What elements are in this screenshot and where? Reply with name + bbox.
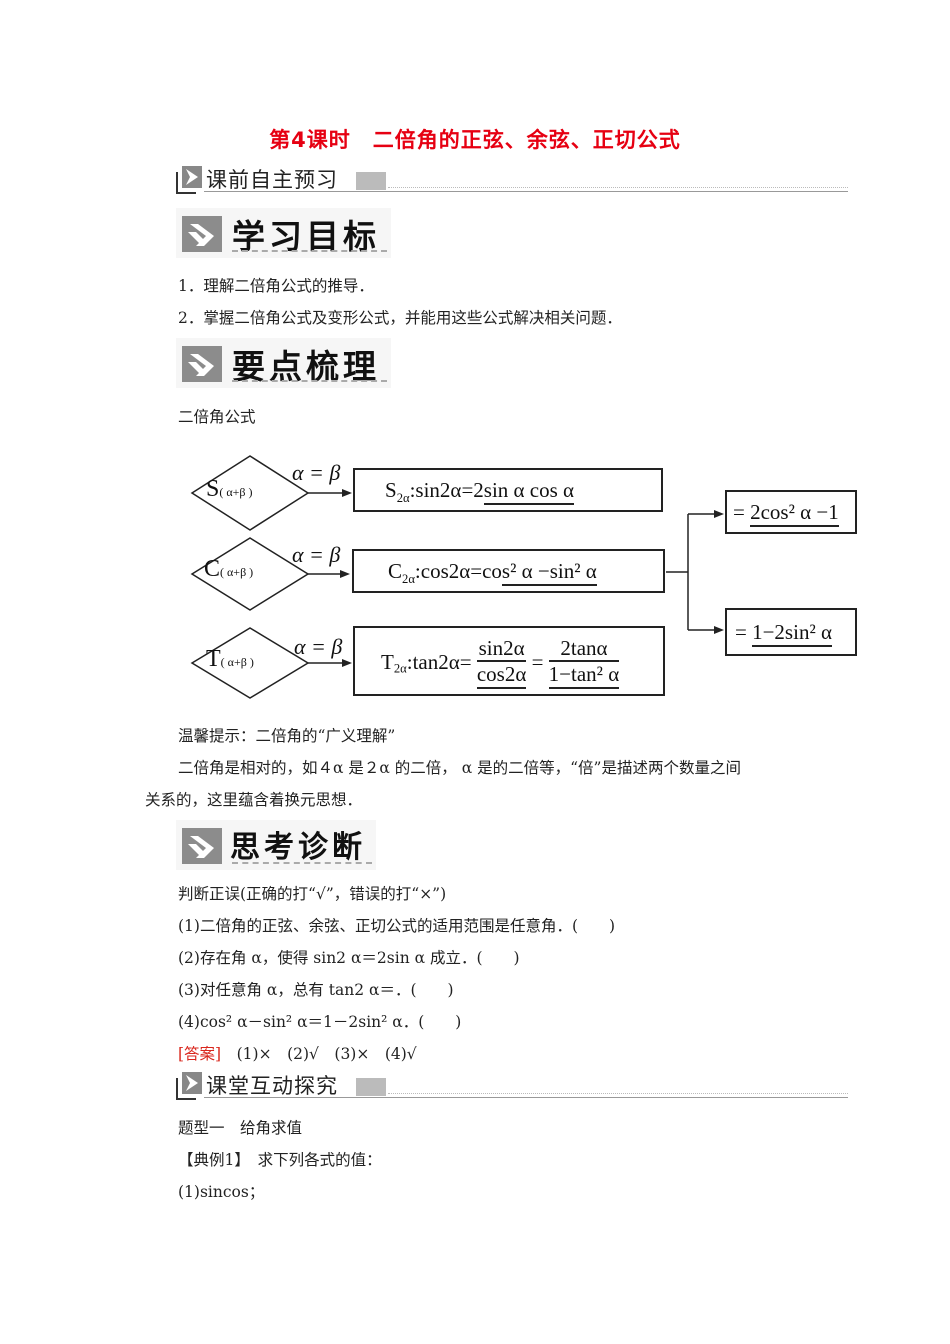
- page-title: 第4课时 二倍角的正弦、余弦、正切公式: [269, 128, 681, 152]
- diagram-lines: [190, 455, 724, 699]
- answer-values: (1)× (2)√ (3)× (4)√: [236, 1045, 417, 1063]
- diagnosis-question: (3)对任意角 α，总有 tan2 α＝．( ): [178, 981, 454, 999]
- chevron-arrow-icon: [182, 828, 222, 864]
- tip-body-line2: 关系的，这里蕴含着换元思想．: [145, 791, 363, 809]
- condition-label: α = β: [294, 634, 343, 659]
- example-label: 【典例1】 求下列各式的值：: [178, 1151, 382, 1169]
- divider: [388, 187, 848, 188]
- fill-in-answer: 2cos² α −1: [750, 500, 839, 527]
- source-formula-t: T( α+β ): [206, 646, 254, 672]
- diagnosis-heading: 思考诊断: [230, 830, 366, 865]
- section-label: 课前自主预习: [206, 168, 338, 192]
- divider: [232, 250, 387, 252]
- objective-item: 2．掌握二倍角公式及变形公式，并能用这些公式解决相关问题．: [178, 309, 622, 327]
- source-formula-s: S( α+β ): [206, 476, 253, 502]
- arrow-icon: [182, 1072, 202, 1094]
- bracket-icon: [176, 172, 196, 194]
- chevron-arrow-icon: [182, 346, 222, 382]
- decorative-block: [356, 172, 386, 190]
- sin-double-angle-box: S2α:sin2α=2sin α cos α: [353, 468, 663, 512]
- objectives-heading: 学习目标: [232, 217, 380, 256]
- divider: [204, 191, 848, 192]
- section-label: 课堂互动探究: [206, 1074, 338, 1098]
- condition-label: α = β: [292, 542, 341, 567]
- tip-body-line1: 二倍角是相对的，如４α 是２α 的二倍， α 是的二倍等，“倍”是描述两个数量之…: [178, 759, 741, 777]
- objective-item: 1．理解二倍角公式的推导．: [178, 277, 374, 295]
- fill-in-answer: s² α −sin² α: [501, 559, 597, 586]
- cos-variant-box-1: = 2cos² α −1: [725, 490, 857, 534]
- arrow-icon: [182, 166, 202, 188]
- fill-in-answer: 1−2sin² α: [752, 620, 832, 647]
- divider: [204, 1097, 848, 1098]
- diagnosis-header: 思考诊断: [176, 820, 376, 870]
- decorative-block: [356, 1078, 386, 1096]
- bracket-icon: [176, 1078, 196, 1100]
- cos-variant-box-2: = 1−2sin² α: [725, 608, 857, 656]
- diagnosis-question: (2)存在角 α，使得 sin2 α＝2sin α 成立．( ): [178, 949, 520, 967]
- divider: [232, 862, 372, 864]
- diagnosis-instruction: 判断正误(正确的打“√”，错误的打“×”): [178, 885, 447, 903]
- formula-diagram: S( α+β ) C( α+β ) T( α+β ) α = β α = β α…: [180, 448, 880, 718]
- diagnosis-question: (1)二倍角的正弦、余弦、正切公式的适用范围是任意角．( ): [178, 917, 616, 935]
- divider: [232, 380, 387, 382]
- chevron-arrow-icon: [182, 216, 222, 252]
- diagnosis-answers: [答案] (1)× (2)√ (3)× (4)√: [178, 1042, 417, 1064]
- section-bar-preview: 课前自主预习: [176, 166, 848, 194]
- source-formula-c: C( α+β ): [204, 556, 254, 582]
- key-points-header: 要点梳理: [176, 338, 391, 388]
- section-bar-classroom: 课堂互动探究: [176, 1072, 848, 1100]
- key-points-heading: 要点梳理: [232, 347, 380, 386]
- tip-title: 温馨提示：二倍角的“广义理解”: [178, 727, 396, 745]
- example-item: (1)sincos；: [178, 1183, 265, 1201]
- cos-double-angle-box: C2α:cos2α=cos² α −sin² α: [352, 549, 665, 593]
- key-points-intro: 二倍角公式: [178, 408, 256, 426]
- condition-label: α = β: [292, 460, 341, 485]
- problem-type-heading: 题型一 给角求值: [178, 1119, 303, 1137]
- divider: [388, 1093, 848, 1094]
- fill-in-answer: sin α cos α: [483, 478, 575, 505]
- objectives-header: 学习目标: [176, 208, 391, 258]
- diagnosis-question: (4)cos² α－sin² α＝1－2sin² α．( ): [178, 1013, 462, 1031]
- answer-label: [答案]: [178, 1045, 222, 1063]
